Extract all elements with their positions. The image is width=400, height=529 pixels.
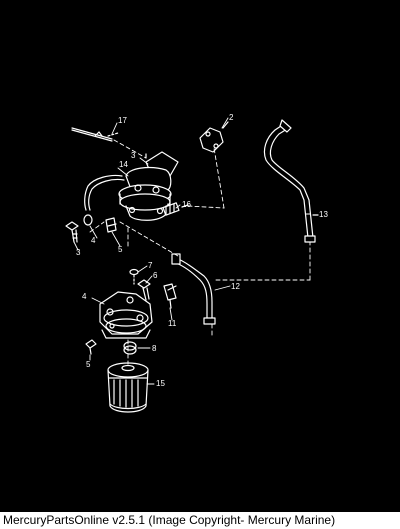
part-7-screw bbox=[129, 268, 139, 285]
callout-13: 13 bbox=[319, 210, 328, 219]
callout-7: 7 bbox=[148, 261, 153, 270]
part-4-filter-head bbox=[99, 291, 153, 339]
part-14-hose bbox=[84, 174, 125, 211]
callout-11: 11 bbox=[168, 319, 177, 328]
callout-leaders bbox=[73, 117, 311, 385]
part-11-fitting bbox=[163, 283, 177, 309]
callout-4-lower: 4 bbox=[82, 292, 87, 301]
part-5-fitting-lower bbox=[85, 339, 97, 355]
callout-6: 6 bbox=[153, 271, 158, 280]
part-15-fuel-filter bbox=[107, 362, 149, 413]
callout-5-lower: 5 bbox=[86, 360, 91, 369]
part-3-screw bbox=[65, 221, 79, 243]
part-5-elbow bbox=[105, 217, 117, 233]
callout-2: 2 bbox=[229, 113, 234, 122]
parts-diagram: 17 2 3 14 13 16 4 5 3 7 6 12 4 11 8 5 15 bbox=[65, 113, 328, 413]
part-2-gasket bbox=[199, 121, 229, 153]
callout-3-upper: 3 bbox=[131, 151, 136, 160]
callout-12: 12 bbox=[231, 282, 240, 291]
copyright-caption: MercuryPartsOnline v2.5.1 (Image Copyrig… bbox=[3, 513, 336, 527]
callout-16: 16 bbox=[182, 200, 191, 209]
callout-3-lower: 3 bbox=[76, 248, 81, 257]
callout-5-upper: 5 bbox=[118, 245, 123, 254]
caption-bar: MercuryPartsOnline v2.5.1 (Image Copyrig… bbox=[0, 512, 400, 529]
callout-15: 15 bbox=[156, 379, 165, 388]
part-12-fuel-line bbox=[171, 253, 216, 325]
callout-numbers: 17 2 3 14 13 16 4 5 3 7 6 12 4 11 8 5 15 bbox=[76, 113, 328, 388]
callout-17: 17 bbox=[118, 116, 127, 125]
part-8-gasket bbox=[123, 341, 137, 355]
callout-8: 8 bbox=[152, 344, 157, 353]
part-3-fuel-pump bbox=[118, 151, 179, 221]
part-4-washer bbox=[83, 214, 93, 226]
callout-14: 14 bbox=[119, 160, 128, 169]
part-13-fuel-line bbox=[263, 119, 319, 243]
part-17-cable-tie bbox=[71, 127, 119, 142]
callout-4-upper: 4 bbox=[91, 236, 96, 245]
